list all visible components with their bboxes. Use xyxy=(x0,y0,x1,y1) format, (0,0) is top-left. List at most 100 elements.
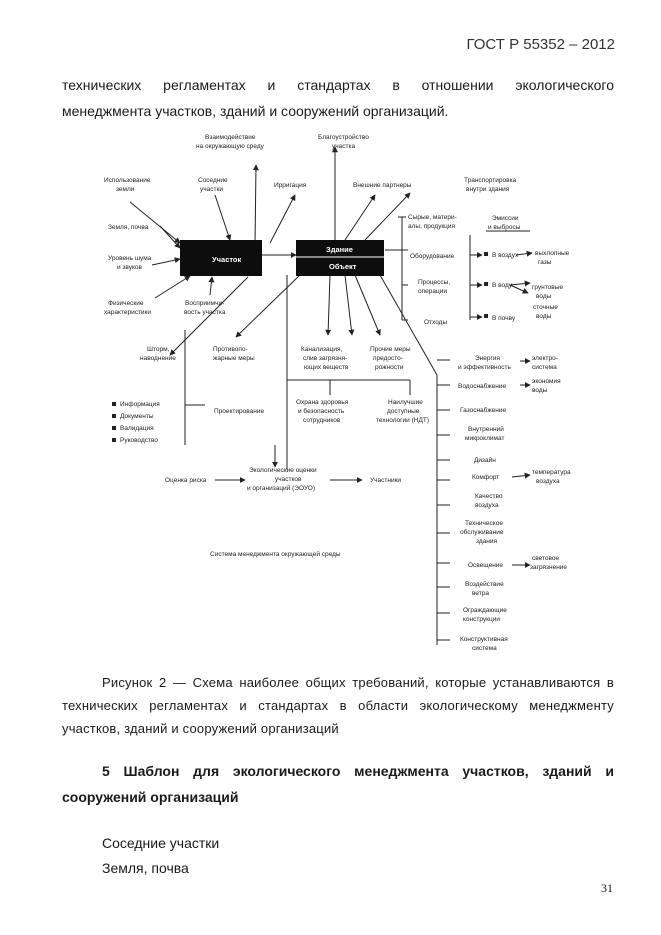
label-raw-1: Сырые, матери- xyxy=(408,214,457,221)
label-physical-2: характеристики xyxy=(104,309,151,316)
figure-caption: Рисунок 2 — Схема наиболее общих требова… xyxy=(62,671,614,740)
label-to-air: В воздух xyxy=(492,252,519,259)
label-sewage-3: ющих веществ xyxy=(304,364,349,371)
label-emissions-1: Эмиссии xyxy=(492,215,519,222)
label-sewage-1: Канализация, xyxy=(301,346,342,353)
label-processes-1: Процессы, xyxy=(418,279,450,286)
label-health-2: и безопасность xyxy=(298,407,345,415)
label-equipment: Оборудование xyxy=(410,252,455,260)
label-structural-1: Конструктивная xyxy=(460,636,508,643)
label-landuse-1: Использование xyxy=(104,177,151,184)
label-risk: Оценка риска xyxy=(165,477,207,484)
label-soil: Земля, почва xyxy=(108,224,149,231)
label-fire-2: жарные меры xyxy=(213,355,255,362)
label-interaction-2: на окружающую среду xyxy=(196,143,265,150)
label-improvement-2: участка xyxy=(332,143,355,150)
label-partners: Внешние партнеры xyxy=(353,182,412,189)
label-gas: Газоснабжение xyxy=(460,406,507,414)
label-ground-2: воды xyxy=(536,293,552,300)
intro-line-2: менеджмента участков, зданий и сооружени… xyxy=(62,103,449,119)
label-wastewater-1: сточные xyxy=(533,304,558,311)
label-prevention-2: предосто- xyxy=(373,355,403,362)
label-irrigation: Ирригация xyxy=(274,182,307,189)
label-water-supply: Водоснабжение xyxy=(458,382,507,390)
label-waste: Отходы xyxy=(424,319,447,326)
label-air-quality-2: воздуха xyxy=(475,502,499,509)
caption-line-2: технических регламентах и стандартах в о… xyxy=(62,698,614,713)
object-box-label: Объект xyxy=(329,262,357,271)
label-eval-2: участков xyxy=(275,476,302,483)
list-item-docs: Документы xyxy=(120,413,154,420)
label-physical-1: Физические xyxy=(108,300,144,307)
label-light-pollution-1: световое xyxy=(532,555,560,562)
label-enclosing-1: Ограждающие xyxy=(463,607,507,614)
label-design-right: Дизайн xyxy=(474,456,496,464)
caption-line-1: Рисунок 2 — Схема наиболее общих требова… xyxy=(102,675,614,690)
list-item-neighbors: Соседние участки xyxy=(102,835,220,851)
site-box xyxy=(180,240,262,276)
label-structural-2: система xyxy=(472,645,497,652)
label-storm-1: Шторм, xyxy=(147,346,170,353)
building-box-label: Здание xyxy=(326,245,353,254)
label-ground-1: грунтовые xyxy=(532,284,563,291)
label-perception-1: Восприимчи- xyxy=(185,300,224,307)
label-neighbors-1: Соседние xyxy=(198,177,228,184)
label-participants: Участники xyxy=(370,477,401,484)
diagram-canvas: Участок Здание Объект Взаимодействие на … xyxy=(104,133,571,652)
document-header: ГОСТ Р 55352 – 2012 xyxy=(466,36,615,53)
label-transport-2: внутри здания xyxy=(466,186,510,193)
label-raw-2: алы, продукция xyxy=(408,223,456,230)
intro-line-1: технических регламентах и стандартах в о… xyxy=(62,77,614,93)
label-bat-1: Наилучшие xyxy=(388,399,423,406)
label-wastewater-2: воды xyxy=(536,313,552,320)
label-health-1: Охрана здоровья xyxy=(296,399,349,406)
label-power-1: электро- xyxy=(532,355,558,362)
label-eco-water-2: воды xyxy=(532,387,548,394)
label-comfort: Комфорт xyxy=(472,474,499,481)
label-bat-2: доступные xyxy=(387,408,420,415)
label-noise-2: и звуков xyxy=(117,264,143,271)
label-power-2: система xyxy=(532,364,557,371)
building-box xyxy=(296,240,384,276)
list-item-info: Информация xyxy=(120,401,160,408)
label-emissions-2: и выбросы xyxy=(488,223,521,231)
list-item-guidance: Руководство xyxy=(120,437,158,444)
list-item-validation: Валидация xyxy=(120,425,154,432)
page-number: 31 xyxy=(601,881,613,895)
label-transport-1: Транспортировка xyxy=(464,177,517,184)
label-air-temp-1: температура xyxy=(532,469,571,476)
label-air-quality-1: Качество xyxy=(475,493,503,500)
label-exhaust-1: выхлопные xyxy=(535,250,570,257)
label-to-water: В воду xyxy=(492,282,513,289)
label-air-temp-2: воздуха xyxy=(536,478,560,485)
label-interaction-1: Взаимодействие xyxy=(205,133,256,141)
label-to-soil: В почву xyxy=(492,315,516,322)
label-storm-2: наводнение xyxy=(140,355,176,362)
caption-line-3: участков, зданий и сооружений организаци… xyxy=(62,721,339,736)
section-heading-line-2: сооружений организаций xyxy=(62,789,239,805)
label-ems: Система менеджмента окружающей среды xyxy=(210,550,341,558)
label-fire-1: Противопо- xyxy=(213,346,248,353)
label-processes-2: операции xyxy=(418,288,447,295)
left-bullet-list: Информация Документы Валидация Руководст… xyxy=(112,401,160,444)
label-improvement-1: Благоустройство xyxy=(318,133,369,141)
label-maintenance-1: Техническое xyxy=(465,520,503,527)
label-prevention-1: Прочие меры xyxy=(370,346,411,353)
label-eval-3: и организаций (ЭОУО) xyxy=(247,484,315,492)
section-heading: 5 Шаблон для экологического менеджмента … xyxy=(62,758,614,810)
label-prevention-3: рожности xyxy=(375,364,404,371)
label-wind-2: ветра xyxy=(472,590,489,597)
label-landuse-2: земли xyxy=(116,186,135,193)
label-health-3: сотрудников xyxy=(303,417,341,424)
label-eval-1: Экологические оценки xyxy=(249,467,317,474)
label-wind-1: Воздействие xyxy=(465,580,504,588)
label-energy-2: и эффективность xyxy=(458,364,511,371)
label-neighbors-2: участки xyxy=(200,186,223,193)
section-heading-line-1: 5 Шаблон для экологического менеджмента … xyxy=(102,763,614,779)
label-lighting: Освещение xyxy=(468,562,503,569)
intro-paragraph: технических регламентах и стандартах в о… xyxy=(62,72,614,124)
label-eco-water-1: экономия xyxy=(532,378,561,385)
requirements-diagram: Участок Здание Объект Взаимодействие на … xyxy=(0,125,661,660)
label-enclosing-2: конструкции xyxy=(463,616,500,623)
label-bat-3: технологии (НДТ) xyxy=(376,417,429,424)
